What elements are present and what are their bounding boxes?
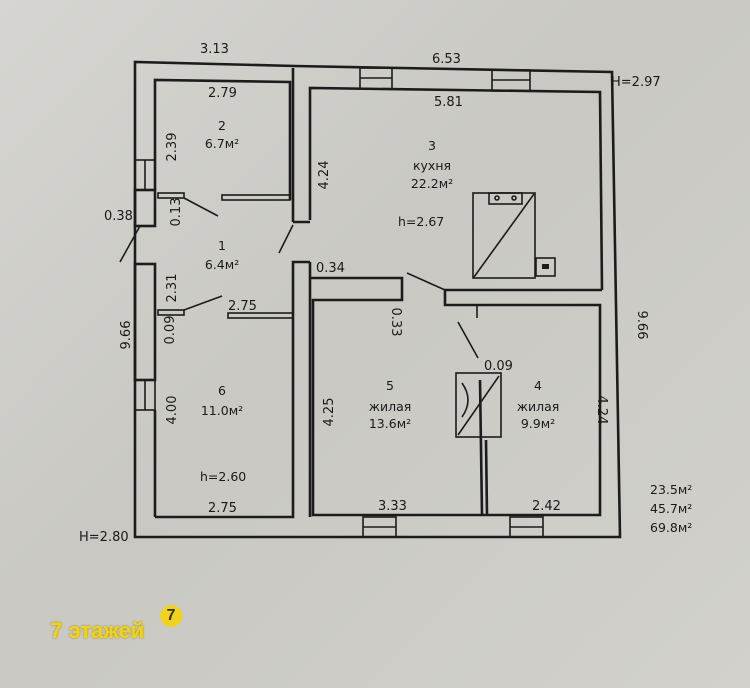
height-right: H=2.97 bbox=[611, 75, 661, 90]
dim-r2-height: 2.39 bbox=[165, 133, 180, 162]
dim-left-notch: 0.38 bbox=[104, 209, 133, 224]
dim-r2-width: 2.79 bbox=[208, 86, 237, 101]
height-left: H=2.80 bbox=[79, 530, 129, 545]
dim-left-total: 9.66 bbox=[119, 321, 134, 350]
room-3-name: кухня bbox=[413, 158, 451, 173]
room-1-area: 6.4м² bbox=[205, 257, 239, 272]
dim-kitchen-height: 4.24 bbox=[317, 161, 332, 190]
dim-r6-height: 4.00 bbox=[165, 396, 180, 425]
room-2-area: 6.7м² bbox=[205, 136, 239, 151]
window bbox=[134, 159, 156, 191]
dim-r5-width: 3.33 bbox=[378, 499, 407, 514]
room-5-area: 13.6м² bbox=[369, 416, 411, 431]
stove-icon bbox=[472, 192, 556, 279]
window bbox=[134, 379, 156, 411]
window bbox=[362, 516, 397, 538]
dim-r1-offset: 0.09 bbox=[163, 316, 178, 345]
window bbox=[491, 69, 531, 92]
dim-right-total: 9.66 bbox=[634, 311, 649, 340]
dim-wall-034: 0.34 bbox=[316, 261, 345, 276]
room-6-height: h=2.60 bbox=[200, 469, 246, 484]
dim-r4-width: 2.42 bbox=[532, 499, 561, 514]
room-4-area: 9.9м² bbox=[521, 416, 555, 431]
room-3-number: 3 bbox=[428, 138, 436, 153]
room-5-name: жилая bbox=[369, 399, 412, 414]
dim-r4-height: 4.24 bbox=[594, 396, 609, 425]
total-area-2: 45.7м² bbox=[650, 501, 692, 516]
room-3-area: 22.2м² bbox=[411, 176, 453, 191]
watermark-logo-icon: 7 bbox=[160, 605, 182, 627]
heater-icon bbox=[455, 372, 502, 438]
room-5-number: 5 bbox=[386, 378, 394, 393]
window bbox=[509, 516, 544, 538]
watermark-text: 7 этажей bbox=[50, 618, 145, 643]
room-6-number: 6 bbox=[218, 383, 226, 398]
dim-r1-width: 2.75 bbox=[228, 299, 257, 314]
window bbox=[359, 67, 393, 90]
dim-top-right: 6.53 bbox=[432, 52, 461, 67]
dim-r6-width: 2.75 bbox=[208, 501, 237, 516]
dim-wall-033: 0.33 bbox=[388, 308, 403, 337]
outer-walls bbox=[119, 60, 622, 539]
dim-wall-009: 0.09 bbox=[484, 359, 513, 374]
room-4-name: жилая bbox=[517, 399, 560, 414]
room-6-area: 11.0м² bbox=[201, 403, 243, 418]
room-1-number: 1 bbox=[218, 238, 226, 253]
dim-r1-height: 2.31 bbox=[165, 274, 180, 303]
total-area-3: 69.8м² bbox=[650, 520, 692, 535]
total-area-1: 23.5м² bbox=[650, 482, 692, 497]
dim-r5-height: 4.25 bbox=[322, 398, 337, 427]
dim-top-left: 3.13 bbox=[200, 42, 229, 57]
dim-r2-offset: 0.13 bbox=[169, 198, 184, 227]
room-4-number: 4 bbox=[534, 378, 542, 393]
dim-kitchen-width: 5.81 bbox=[434, 95, 463, 110]
room-2-number: 2 bbox=[218, 118, 226, 133]
room-3-height: h=2.67 bbox=[398, 214, 444, 229]
